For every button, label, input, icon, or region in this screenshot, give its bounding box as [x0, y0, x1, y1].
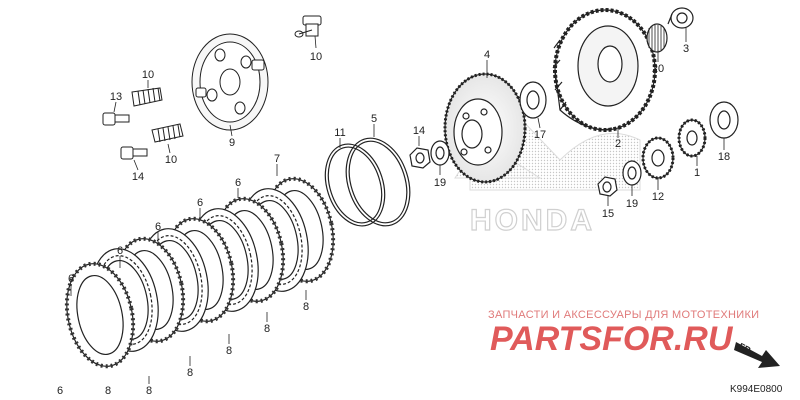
label-part-11: 11: [334, 127, 345, 139]
label-part-15: 14: [413, 125, 425, 137]
front-direction-arrow: FR.: [734, 341, 780, 368]
label-part-14-bottom: 14: [132, 171, 144, 183]
collar-part-3: [667, 7, 694, 29]
label-part-18: 18: [718, 151, 730, 163]
part-labels: 10 9 10 10 13 14 11 5 4 17 2 20 3 14 19 …: [57, 43, 730, 397]
clutch-outer-part-2: [552, 8, 657, 132]
label-part-6-f: 6: [57, 385, 63, 397]
label-part-8-f: 8: [105, 385, 111, 397]
nut-part-16: [597, 176, 618, 197]
washer-part-17: [519, 81, 547, 119]
nut-part-15: [409, 147, 431, 169]
honda-watermark-text: HONDA: [470, 204, 595, 237]
label-part-12: 10: [310, 51, 322, 63]
label-part-1: 1: [694, 167, 700, 179]
shop-caption: ЗАПЧАСТИ И АКСЕССУАРЫ ДЛЯ МОТОТЕХНИКИ: [488, 309, 759, 321]
leader-lines: [70, 28, 725, 384]
needle-bearing-part-20: [646, 23, 668, 53]
spring-part-10-bottom: [151, 123, 184, 143]
label-part-4: 4: [484, 49, 490, 61]
spring-part-10-top: [131, 87, 163, 107]
clutch-disc-stack: [64, 176, 336, 369]
label-part-8-a: 8: [303, 301, 309, 313]
label-part-9: 9: [229, 137, 235, 149]
pin-part-12: [294, 15, 322, 38]
clutch-center-part-4: [443, 72, 527, 184]
label-part-8-c: 8: [226, 345, 232, 357]
label-part-6-b: 6: [197, 197, 203, 209]
label-part-14-top: 13: [110, 91, 122, 103]
washer-part-19-right: [622, 160, 642, 186]
label-part-19-left: 19: [434, 177, 446, 189]
label-part-10-top: 10: [142, 69, 154, 81]
bolt-part-14-bottom: [120, 146, 148, 160]
label-part-5: 5: [371, 113, 377, 125]
label-part-3: 3: [683, 43, 689, 55]
label-part-6-e: 6: [68, 273, 74, 285]
label-part-2: 2: [615, 138, 621, 150]
shop-logo: PARTSFOR.RU: [490, 320, 734, 358]
label-part-13: 12: [652, 191, 664, 203]
label-part-10-bottom: 10: [165, 154, 177, 166]
label-part-8-d: 8: [187, 367, 193, 379]
gear-part-13: [641, 136, 675, 180]
label-part-6-c: 6: [155, 221, 161, 233]
pressure-plate-part-9: [191, 33, 269, 131]
label-part-6-a: 6: [235, 177, 241, 189]
bolt-part-14-top: [102, 112, 130, 126]
label-part-16: 15: [602, 208, 614, 220]
label-part-20: 20: [652, 63, 664, 75]
ring-part-11: [324, 143, 386, 227]
gear-part-1: [677, 118, 707, 158]
label-part-8-b: 8: [264, 323, 270, 335]
label-part-19-right: 19: [626, 198, 638, 210]
label-part-17: 17: [534, 129, 546, 141]
label-part-6-d: 6: [117, 245, 123, 257]
label-part-8-e: 8: [146, 385, 152, 397]
diagram-code: K994E0800: [730, 384, 783, 395]
washer-part-18: [709, 101, 739, 139]
washer-part-19-left: [430, 140, 450, 166]
label-part-7: 7: [274, 153, 280, 165]
ring-part-5: [345, 137, 411, 227]
